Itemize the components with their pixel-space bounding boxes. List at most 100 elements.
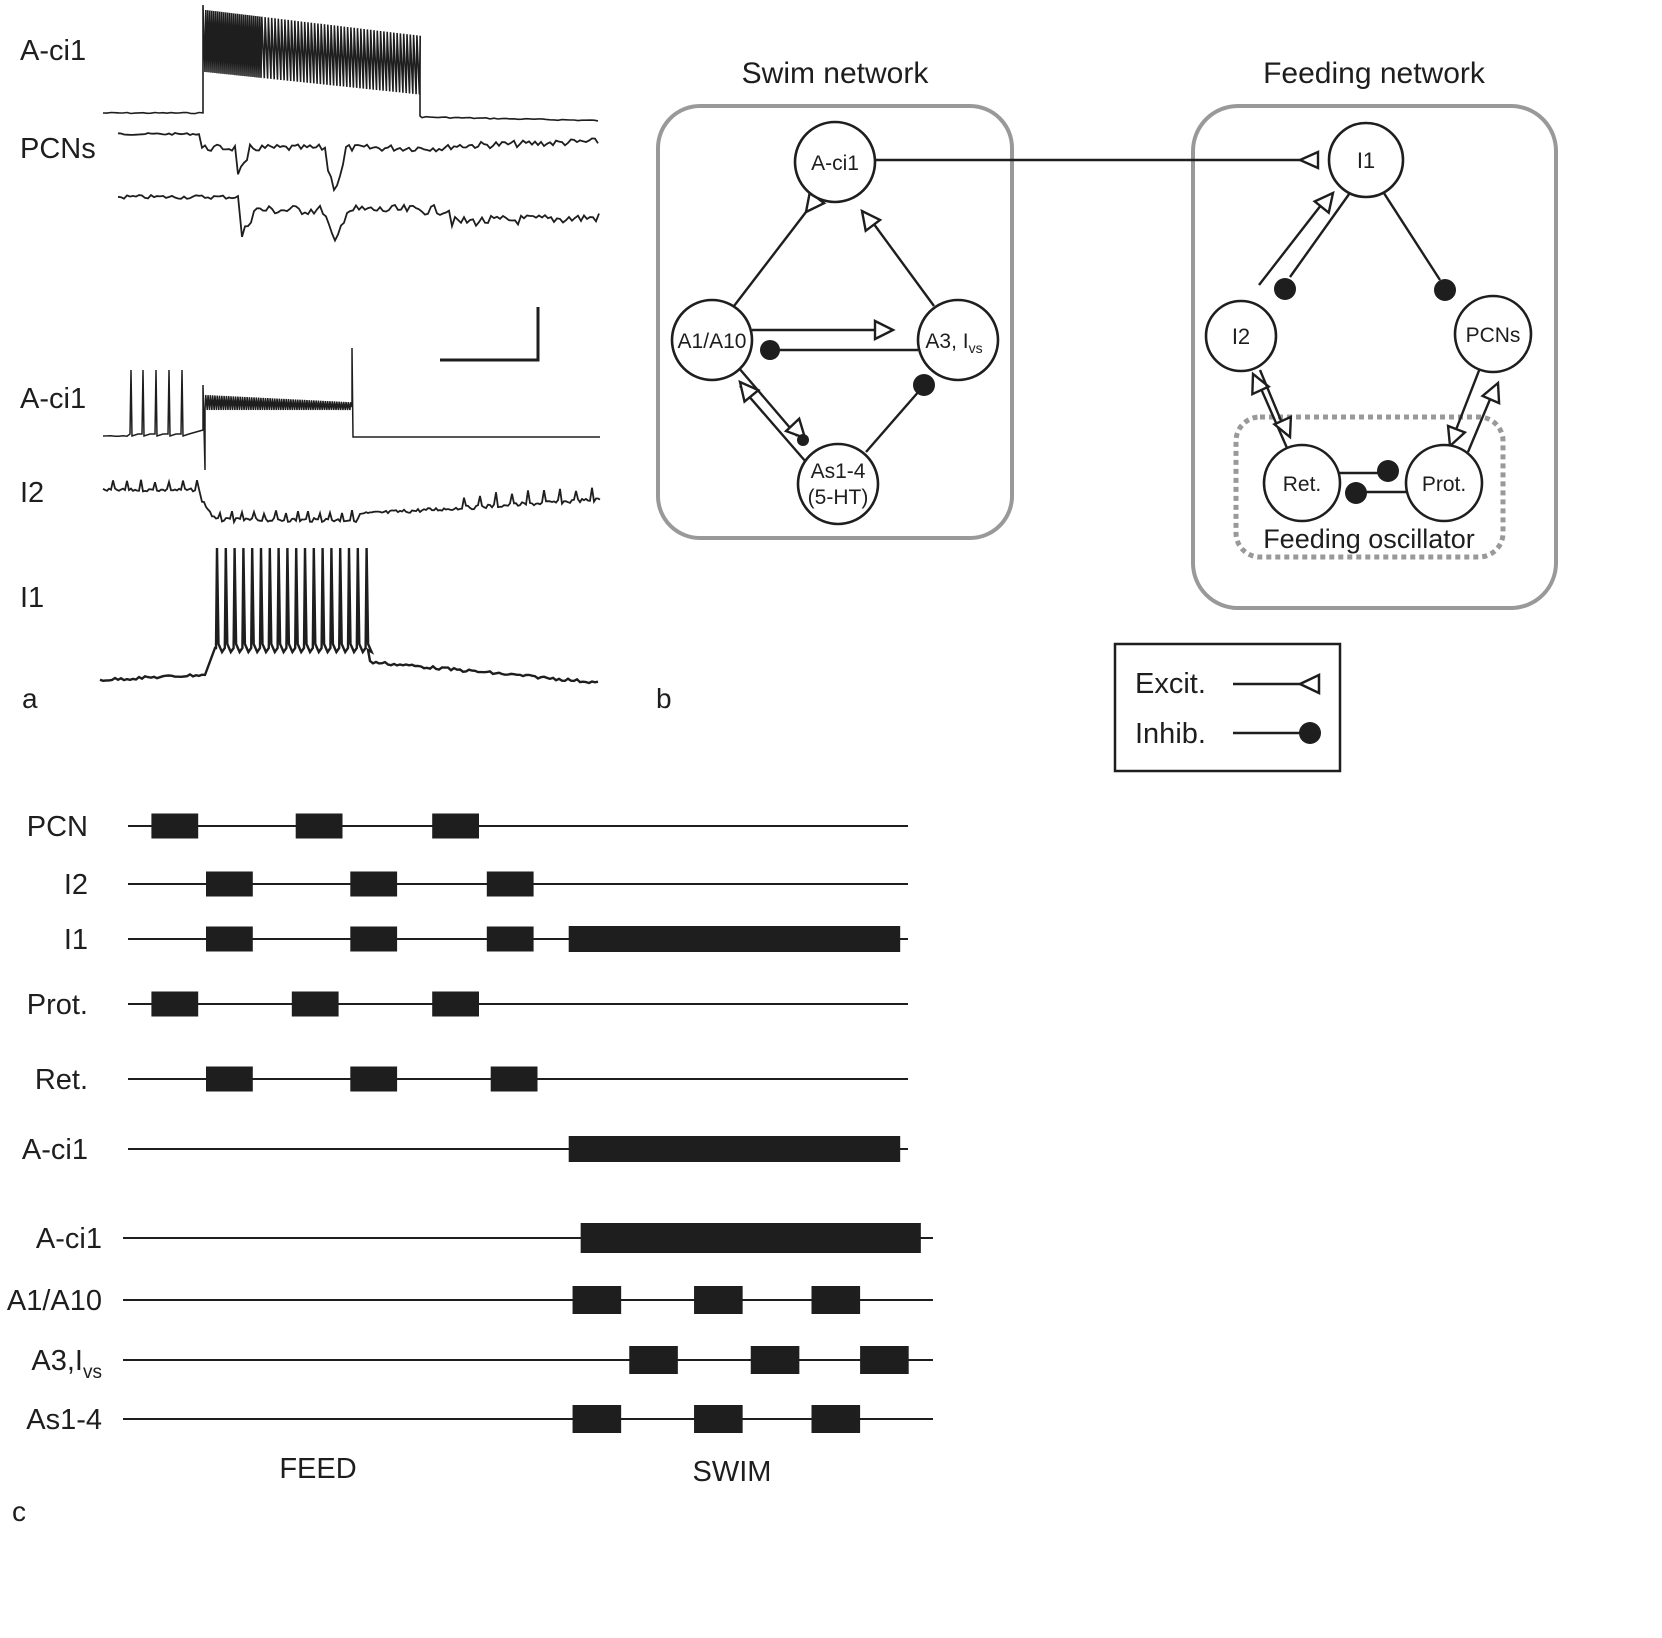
burst-bar: [432, 813, 479, 839]
node-label: A3, Ivs: [925, 330, 982, 356]
inhib-synapse-icon: [913, 374, 935, 396]
excit-synapse-icon: [860, 208, 883, 233]
burst-bar: [568, 1136, 901, 1162]
burst-bar: [151, 991, 199, 1017]
node-circle: [916, 298, 1000, 382]
timeline-label: Prot.: [27, 989, 88, 1021]
burst-bar: [350, 1066, 398, 1092]
burst-bar: [580, 1223, 921, 1253]
scale-bar: [440, 307, 540, 362]
trace-label-aci1-upper: A-ci1: [20, 35, 86, 67]
feeding-network-box: [1191, 104, 1558, 610]
timeline-labels: PCNI2I1Prot.Ret.A-ci1A-ci1A1/A10A3,IvsAs…: [7, 811, 102, 1436]
timeline-label: A3,Ivs: [31, 1345, 102, 1383]
timeline-row: [123, 1223, 933, 1253]
trace-aci1-upper: [102, 4, 599, 122]
burst-bar: [811, 1405, 861, 1433]
node-circle: [1404, 443, 1484, 523]
timeline-row: [128, 871, 908, 897]
trace-label-i1: I1: [20, 582, 44, 614]
node-circle: [1204, 299, 1278, 373]
node-circle: [1327, 121, 1405, 199]
timeline-row: [128, 926, 908, 952]
burst-bar: [490, 1066, 538, 1092]
node-pcns: PCNs: [1453, 294, 1533, 374]
feeding-network-title: Feeding network: [1263, 57, 1486, 90]
trace-i2: [102, 478, 601, 525]
timeline-row: [123, 1286, 933, 1314]
timeline-label: A-ci1: [36, 1223, 102, 1255]
timeline-row: [128, 1136, 908, 1162]
node-prot: Prot.: [1404, 443, 1484, 523]
conn-as14-to-a1a10: [739, 385, 807, 463]
node-label: A-ci1: [811, 152, 859, 175]
burst-bar: [629, 1346, 678, 1374]
node-ret: Ret.: [1262, 443, 1342, 523]
swim-network-title: Swim network: [742, 57, 930, 90]
node-circle: [796, 442, 880, 526]
legend-label-inhib: Inhib.: [1135, 718, 1206, 750]
burst-bar: [206, 926, 253, 952]
legend-label-excit: Excit.: [1135, 668, 1206, 700]
node-circle: [1262, 443, 1342, 523]
burst-bar: [432, 991, 479, 1017]
timeline-label: I2: [64, 869, 88, 901]
node-label: I2: [1232, 324, 1250, 349]
feeding-oscillator-box: [1233, 414, 1506, 560]
burst-bar: [694, 1286, 743, 1314]
node-label: A1/A10: [678, 330, 747, 353]
burst-bar: [750, 1346, 800, 1374]
excit-synapse-icon: [1272, 415, 1293, 440]
timeline-row: [123, 1346, 933, 1374]
timeline-row: [128, 1066, 908, 1092]
burst-bar: [151, 813, 199, 839]
burst-bar: [486, 926, 534, 952]
legend-box: [1113, 642, 1342, 773]
legend-inhib-symbol-icon: [1233, 722, 1321, 744]
trace-pcn-1: [117, 132, 599, 193]
inhib-synapse-icon: [1434, 279, 1456, 301]
node-i2: I2: [1204, 299, 1278, 373]
burst-bar: [350, 871, 398, 897]
swim-network-box: [656, 104, 1014, 540]
timeline-label: Ret.: [35, 1064, 88, 1096]
connections: [733, 150, 1501, 504]
conn-a1a10-to-as14: [737, 366, 798, 437]
legend-excit-symbol-icon: [1233, 673, 1321, 695]
burst-bar: [291, 991, 339, 1017]
panel-letter-c: c: [12, 1496, 26, 1527]
burst-bar: [572, 1286, 622, 1314]
inhib-synapse-icon: [1345, 482, 1367, 504]
phase-label-swim: SWIM: [693, 1456, 772, 1488]
timeline-label: I1: [64, 924, 88, 956]
node-i1: I1: [1327, 121, 1405, 199]
node-label: Prot.: [1422, 473, 1466, 496]
timeline-label: A-ci1: [22, 1134, 88, 1166]
node-label: As1-4: [811, 460, 866, 483]
trace-aci1-lower: [102, 347, 600, 471]
trace-label-pcns: PCNs: [20, 133, 96, 165]
excit-synapse-icon: [1297, 150, 1320, 170]
burst-bar: [295, 813, 343, 839]
timelines: [123, 813, 933, 1433]
trace-label-aci1-lower: A-ci1: [20, 383, 86, 415]
node-aci1: A-ci1: [793, 120, 877, 204]
legend: Excit. Inhib.: [1113, 642, 1342, 773]
node-label-line2: (5-HT): [808, 486, 869, 509]
node-circle: [1453, 294, 1533, 374]
burst-bar: [811, 1286, 861, 1314]
conn-i1-to-i2: [1289, 189, 1353, 278]
trace-label-i2: I2: [20, 477, 44, 509]
timeline-row: [128, 813, 908, 839]
electrophysiology-traces: [99, 4, 601, 685]
timeline-label: A1/A10: [7, 1285, 102, 1317]
burst-bar: [572, 1405, 622, 1433]
burst-bar: [486, 871, 534, 897]
conn-i1-to-pcns: [1378, 186, 1442, 281]
trace-i1: [99, 547, 599, 685]
node-a1a10: A1/A10: [670, 298, 754, 382]
phase-label-feed: FEED: [279, 1453, 356, 1485]
excit-synapse-icon: [1251, 371, 1271, 397]
timeline-label: As1-4: [26, 1404, 102, 1436]
